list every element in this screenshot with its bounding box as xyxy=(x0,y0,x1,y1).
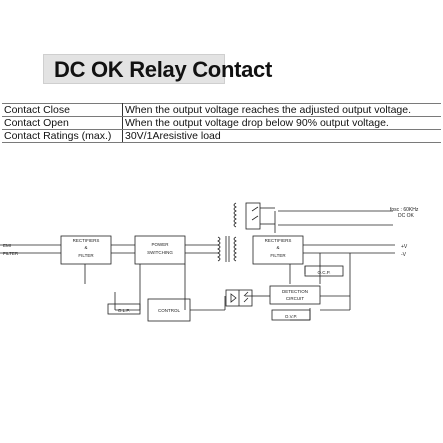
minus-v-label: -V xyxy=(401,252,407,258)
spec-row: Contact Close When the output voltage re… xyxy=(2,103,441,117)
spec-value: When the output voltage drop below 90% o… xyxy=(122,116,441,130)
dc-ok-label: DC OK xyxy=(398,213,415,219)
control-label: CONTROL xyxy=(158,308,180,313)
olp-label: O.L.P. xyxy=(118,308,130,313)
spec-table: Contact Close When the output voltage re… xyxy=(2,103,441,143)
fosc-label: fosc : 60KHz xyxy=(390,207,419,213)
rect2-label: RECTIFIERS xyxy=(265,238,292,243)
rect1-label-3: FILTER xyxy=(78,253,94,258)
emi-label-2: FILTER xyxy=(3,251,19,256)
spec-row: Contact Open When the output voltage dro… xyxy=(2,116,441,130)
ovp-label: O.V.P. xyxy=(285,314,297,319)
spec-label: Contact Ratings (max.) xyxy=(2,129,123,143)
power-label: POWER xyxy=(151,242,169,247)
spec-row: Contact Ratings (max.) 30V/1Aresistive l… xyxy=(2,129,441,143)
rect1-label-2: & xyxy=(84,245,87,250)
section-title: DC OK Relay Contact xyxy=(43,54,272,84)
plus-v-label: +V xyxy=(401,244,408,250)
spec-value: 30V/1Aresistive load xyxy=(122,129,441,143)
rect2-label-3: FILTER xyxy=(270,253,286,258)
block-diagram: fosc : 60KHz DC OK +V -V EMI FILTER RECT… xyxy=(0,202,419,322)
rect1-label: RECTIFIERS xyxy=(73,238,100,243)
spec-value: When the output voltage reaches the adju… xyxy=(122,103,441,117)
detection-label-2: CIRCUIT xyxy=(286,296,304,301)
detection-label: DETECTION xyxy=(282,289,308,294)
power-label-2: SWITCHING xyxy=(147,250,173,255)
ocp-label: O.C.P. xyxy=(318,270,331,275)
spec-label: Contact Close xyxy=(2,103,123,117)
emi-label: EMI xyxy=(3,243,11,248)
rect2-label-2: & xyxy=(276,245,279,250)
spec-label: Contact Open xyxy=(2,116,123,130)
